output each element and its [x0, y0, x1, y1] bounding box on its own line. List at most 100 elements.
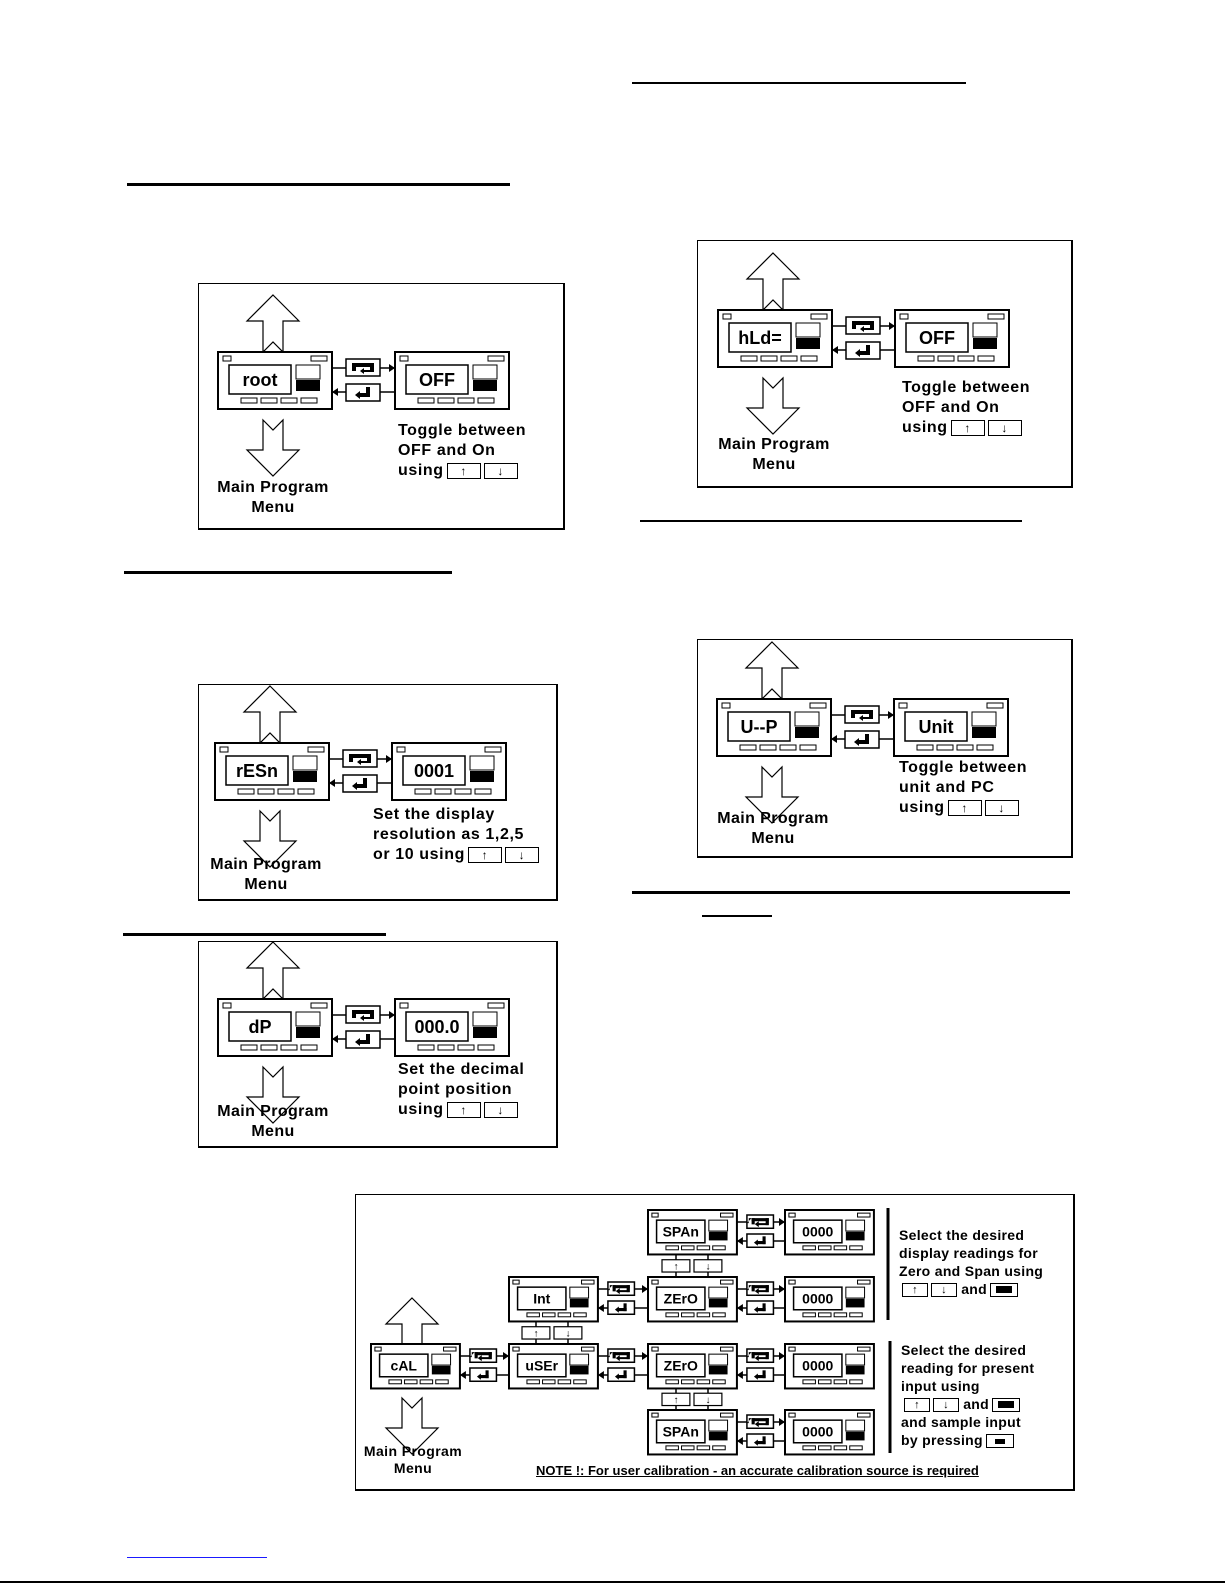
down-key-icon[interactable]: ↓ [987, 419, 1022, 436]
main-menu-arrow-icon[interactable] [384, 1396, 440, 1455]
enter-key-icon[interactable] [746, 1300, 775, 1316]
scroll-key-icon[interactable] [845, 316, 881, 335]
meter-value-1: 0000 [784, 1276, 875, 1323]
meter-display-text: SPAn [663, 1424, 699, 1440]
up-key-icon[interactable]: ↑ [661, 1259, 691, 1273]
down-key-icon[interactable]: ↓ [693, 1259, 723, 1273]
previous-menu-arrow-icon[interactable] [744, 641, 800, 701]
scroll-key-icon[interactable] [342, 749, 378, 768]
up-key-icon[interactable]: ↑ [467, 846, 502, 863]
enter-key-icon[interactable] [746, 1367, 775, 1383]
up-key-icon[interactable]: ↑ [661, 1392, 691, 1407]
meter-display-text: SPAn [663, 1224, 699, 1240]
down-key-icon[interactable]: ↓ [931, 1283, 957, 1298]
main-menu-arrow-icon[interactable] [242, 809, 298, 868]
meter-display-text: U--P [741, 717, 778, 737]
scroll-key-icon[interactable] [607, 1348, 636, 1364]
caption-line: using [398, 462, 444, 479]
scroll-key-icon[interactable] [345, 1005, 381, 1024]
scroll-key-icon[interactable] [345, 358, 381, 377]
svg-text:↑: ↑ [533, 1329, 538, 1340]
meter-value-0: 0000 [784, 1209, 875, 1256]
down-key-icon[interactable]: ↓ [483, 462, 518, 479]
enter-key-icon[interactable] [342, 774, 378, 793]
enter-key-icon[interactable] [746, 1433, 775, 1449]
enter-key-icon[interactable] [607, 1367, 636, 1383]
caption-line: Toggle between [902, 379, 1031, 396]
scroll-key-icon[interactable] [990, 1283, 1018, 1298]
enter-key-icon[interactable] [844, 730, 880, 749]
down-key-icon[interactable]: ↓ [933, 1398, 959, 1413]
caption-line: Set the display [373, 806, 495, 823]
down-key-icon[interactable]: ↓ [693, 1392, 723, 1407]
arrowhead-icon [779, 1218, 785, 1226]
previous-menu-arrow-icon[interactable] [242, 685, 298, 745]
scroll-key-icon[interactable] [746, 1281, 775, 1297]
arrowhead-icon [831, 735, 837, 743]
meter-display-text: cAL [391, 1358, 418, 1374]
scroll-key-icon[interactable] [992, 1398, 1020, 1413]
main-menu-arrow-icon[interactable] [744, 765, 800, 824]
scroll-key-icon[interactable] [746, 1348, 775, 1364]
up-key-icon[interactable]: ↑ [446, 462, 481, 479]
meter-zero-user: ZErO [647, 1343, 738, 1390]
scroll-key-icon[interactable] [746, 1414, 775, 1430]
down-key-icon[interactable]: ↓ [504, 846, 539, 863]
arrowhead-icon [889, 322, 895, 330]
caption-line: and [963, 1396, 989, 1412]
section-heading-calibration-sub [702, 915, 772, 917]
enter-key-icon[interactable] [985, 1434, 1014, 1449]
scroll-key-icon[interactable] [746, 1214, 775, 1230]
meter-display-text: dP [248, 1017, 271, 1037]
footer-link[interactable] [127, 1557, 267, 1558]
caption-line: Zero and Span using [899, 1263, 1044, 1279]
caption-line: by pressing [901, 1432, 983, 1448]
meter-display-text: root [243, 370, 278, 390]
svg-text:↑: ↑ [673, 1262, 678, 1273]
up-key-icon[interactable]: ↑ [904, 1398, 930, 1413]
main-menu-arrow-icon[interactable] [245, 1065, 301, 1124]
arrowhead-icon [503, 1352, 509, 1360]
meter-display-text: 0001 [414, 761, 454, 781]
enter-key-icon[interactable] [345, 1030, 381, 1049]
svg-text:↓: ↓ [705, 1262, 710, 1273]
main-menu-arrow-icon[interactable] [745, 376, 801, 435]
previous-menu-arrow-icon[interactable] [745, 252, 801, 312]
page-bottom-rule [0, 1581, 1225, 1583]
enter-key-icon[interactable] [607, 1300, 636, 1316]
up-key-icon[interactable]: ↑ [947, 799, 982, 816]
meter-decimal-value: 000.0 [394, 998, 510, 1057]
scroll-key-icon[interactable] [844, 705, 880, 724]
enter-key-icon[interactable] [345, 383, 381, 402]
meter-display-text: ZErO [664, 1358, 698, 1374]
previous-menu-arrow-icon[interactable] [245, 294, 301, 354]
arrowhead-icon [332, 1035, 338, 1043]
down-key-icon[interactable]: ↓ [984, 799, 1019, 816]
enter-key-icon[interactable] [469, 1367, 498, 1383]
up-key-icon[interactable]: ↑ [446, 1101, 481, 1118]
up-key-icon[interactable]: ↑ [902, 1283, 928, 1298]
down-key-icon[interactable]: ↓ [483, 1101, 518, 1118]
down-key-icon[interactable]: ↓ [553, 1326, 583, 1340]
scroll-key-icon[interactable] [469, 1348, 498, 1364]
main-menu-arrow-icon[interactable] [245, 418, 301, 477]
up-key-icon[interactable]: ↑ [521, 1326, 551, 1340]
up-key-icon[interactable]: ↑ [950, 419, 985, 436]
previous-menu-arrow-icon[interactable] [245, 941, 301, 1001]
scroll-key-icon[interactable] [607, 1281, 636, 1297]
enter-key-icon[interactable] [845, 341, 881, 360]
meter-span-user: SPAn [647, 1409, 738, 1456]
meter-display-text: hLd= [738, 328, 782, 348]
arrowhead-icon [888, 711, 894, 719]
enter-key-icon[interactable] [746, 1233, 775, 1249]
arrowhead-icon [736, 1437, 743, 1445]
caption-line: and sample input [901, 1414, 1021, 1430]
